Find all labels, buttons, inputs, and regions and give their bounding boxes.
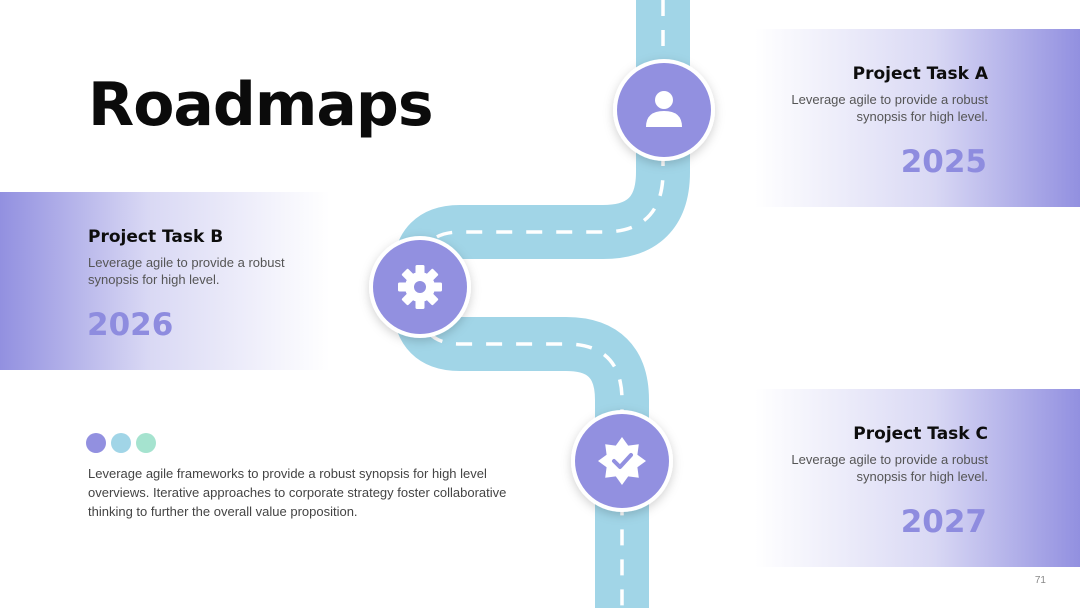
task-b-year: 2026 — [87, 307, 174, 343]
dot-purple — [86, 433, 106, 453]
milestone-a — [613, 59, 715, 161]
person-icon — [646, 91, 682, 127]
task-b-description: Leverage agile to provide a robust synop… — [88, 255, 285, 287]
dot-blue — [111, 433, 131, 453]
task-c-year: 2027 — [900, 504, 987, 540]
decorative-dots — [86, 433, 156, 453]
dot-mint — [136, 433, 156, 453]
task-b-band — [0, 192, 330, 370]
task-a-description: Leverage agile to provide a robust synop… — [791, 92, 988, 124]
summary-paragraph: Leverage agile frameworks to provide a r… — [88, 466, 507, 519]
task-a-band — [755, 29, 1080, 207]
badge-check-icon — [598, 437, 646, 485]
task-a-title: Project Task A — [852, 64, 988, 84]
task-c-band — [755, 389, 1080, 567]
task-c-title: Project Task C — [853, 424, 988, 444]
page-title: Roadmaps — [88, 70, 434, 140]
task-b-title: Project Task B — [88, 227, 224, 247]
task-a-year: 2025 — [900, 144, 987, 180]
page-number: 71 — [1034, 575, 1046, 586]
gear-icon — [398, 265, 442, 309]
milestone-b — [369, 236, 471, 338]
milestone-c — [571, 410, 673, 512]
task-c-description: Leverage agile to provide a robust synop… — [791, 452, 988, 484]
